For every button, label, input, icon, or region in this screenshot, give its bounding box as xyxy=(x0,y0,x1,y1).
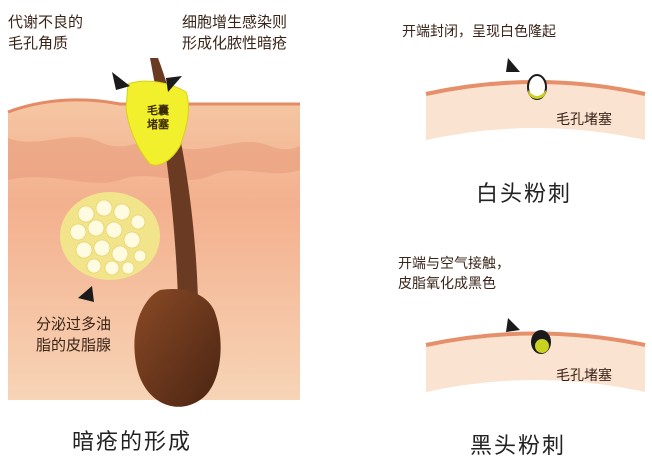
blackhead-caption: 开端与空气接触， 皮脂氧化成黑色 xyxy=(398,254,510,294)
blackhead-caption-line2: 皮脂氧化成黑色 xyxy=(398,274,510,294)
label-bacteria: 细胞增生感染则 形成化脓性暗疮 xyxy=(182,12,287,54)
pointer-blackhead xyxy=(506,318,520,332)
blackhead-pore-label: 毛孔堵塞 xyxy=(556,366,612,386)
left-panel-title: 暗疮的形成 xyxy=(72,424,192,456)
blackhead-caption-line1: 开端与空气接触， xyxy=(398,254,510,274)
label-keratin: 代谢不良的 毛孔角质 xyxy=(8,12,83,54)
label-keratin-line2: 毛孔角质 xyxy=(8,33,83,54)
label-plug-line2: 堵塞 xyxy=(138,118,178,132)
label-gland-line1: 分泌过多油 xyxy=(36,314,111,335)
label-keratin-line1: 代谢不良的 xyxy=(8,12,83,33)
pointer-whitehead xyxy=(506,58,520,72)
label-bacteria-line1: 细胞增生感染则 xyxy=(182,12,287,33)
whitehead-title: 白头粉刺 xyxy=(476,176,572,208)
label-sebaceous-gland: 分泌过多油 脂的皮脂腺 xyxy=(36,314,111,356)
sebaceous-gland xyxy=(60,192,160,280)
whitehead-pore-label: 毛孔堵塞 xyxy=(556,110,612,130)
label-follicle-plug: 毛囊 堵塞 xyxy=(138,104,178,132)
whitehead-illustration xyxy=(426,58,645,140)
label-bacteria-line2: 形成化脓性暗疮 xyxy=(182,33,287,54)
hair-bulb xyxy=(134,289,220,407)
whitehead-caption: 开端封闭，呈现白色隆起 xyxy=(402,22,556,42)
blackhead-title: 黑头粉刺 xyxy=(470,428,566,460)
label-plug-line1: 毛囊 xyxy=(138,104,178,118)
blackhead-illustration xyxy=(426,318,645,392)
label-gland-line2: 脂的皮脂腺 xyxy=(36,335,111,356)
